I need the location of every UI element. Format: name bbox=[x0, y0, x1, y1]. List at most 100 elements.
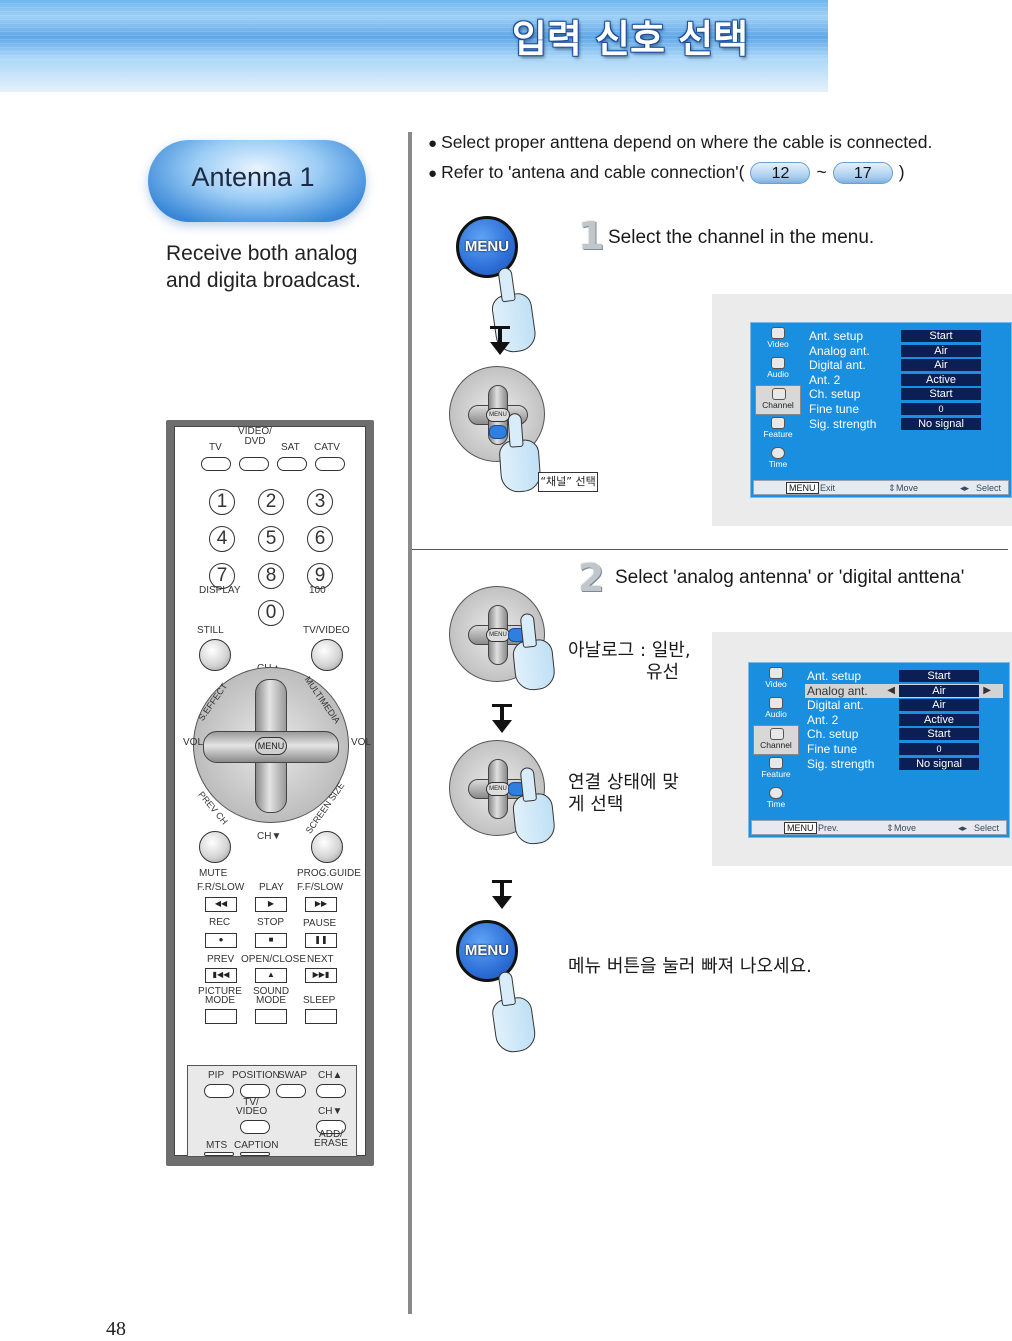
remote-sleep-button[interactable] bbox=[305, 1009, 337, 1024]
remote-control: TV VIDEO/ DVD SAT CATV 1 2 3 4 5 6 7 8 9… bbox=[166, 420, 374, 1166]
remote-position-button[interactable] bbox=[240, 1084, 270, 1098]
step-1-number: 1 bbox=[578, 214, 605, 258]
right-arrow-icon[interactable]: ▶ bbox=[983, 684, 991, 696]
osd-2-row[interactable]: Digital ant.Air bbox=[805, 698, 1003, 713]
bullet-2: ●Refer to 'antena and cable connection'(… bbox=[428, 162, 905, 185]
remote-sound-mode-button[interactable] bbox=[255, 1009, 287, 1024]
remote-face: TV VIDEO/ DVD SAT CATV 1 2 3 4 5 6 7 8 9… bbox=[174, 426, 371, 1157]
remote-pause-button[interactable]: ❚❚ bbox=[305, 933, 337, 948]
osd-2-tab-feature[interactable]: Feature bbox=[753, 755, 799, 785]
remote-stop-button[interactable]: ■ bbox=[255, 933, 287, 948]
remote-num-2[interactable]: 2 bbox=[258, 489, 284, 515]
remote-num-3[interactable]: 3 bbox=[307, 489, 333, 515]
remote-num-4[interactable]: 4 bbox=[209, 526, 235, 552]
remote-num-6[interactable]: 6 bbox=[307, 526, 333, 552]
osd-2-tab-video[interactable]: Video bbox=[753, 665, 799, 695]
osd-2-footer-move-icon: ⇕ bbox=[886, 823, 894, 833]
remote-mute-button[interactable] bbox=[199, 831, 231, 863]
exit-instruction: 메뉴 버튼을 눌러 빠져 나오세요. bbox=[568, 956, 812, 977]
osd-2-tab-channel[interactable]: Channel bbox=[753, 725, 799, 755]
remote-prev-button[interactable]: ▮◀◀ bbox=[205, 968, 237, 983]
step-2-text: Select 'analog antenna' or 'digital antt… bbox=[615, 567, 965, 588]
remote-label-sat: SAT bbox=[281, 442, 300, 453]
remote-label-vol-left: VOL bbox=[183, 737, 204, 748]
osd-2-tab-time[interactable]: Time bbox=[753, 785, 799, 815]
remote-num-9[interactable]: 9 bbox=[307, 563, 333, 589]
osd-2-footer-menu: MENU bbox=[784, 822, 817, 834]
remote-rec-button[interactable]: ● bbox=[205, 933, 237, 948]
osd-1-row[interactable]: Digital ant.Air bbox=[807, 358, 1005, 373]
osd-1-tab-time[interactable]: Time bbox=[755, 445, 801, 475]
remote-label-mute: MUTE bbox=[199, 868, 228, 879]
remote-num-7[interactable]: 7 bbox=[209, 563, 235, 589]
remote-menu-button[interactable]: MENU bbox=[255, 737, 287, 755]
remote-label-mts: MTS bbox=[206, 1140, 228, 1151]
left-arrow-icon[interactable]: ◀ bbox=[887, 684, 895, 696]
remote-pip-button[interactable] bbox=[204, 1084, 234, 1098]
remote-caption-button[interactable] bbox=[240, 1152, 270, 1156]
remote-fastforward-button[interactable]: ▶▶ bbox=[305, 897, 337, 912]
remote-picture-mode-button[interactable] bbox=[205, 1009, 237, 1024]
remote-dvd-button[interactable] bbox=[239, 457, 269, 471]
remote-rewind-button[interactable]: ◀◀ bbox=[205, 897, 237, 912]
remote-num-1[interactable]: 1 bbox=[209, 489, 235, 515]
remote-label-prev: PREV bbox=[207, 954, 235, 965]
remote-catv-button[interactable] bbox=[315, 457, 345, 471]
osd-2-row-highlighted[interactable]: Analog ant.◀Air▶ bbox=[805, 683, 1003, 699]
osd-2-footer-select: Select bbox=[974, 823, 1000, 833]
remote-label-100: 100 bbox=[309, 585, 326, 596]
remote-ch-down-lower-button[interactable] bbox=[316, 1120, 346, 1134]
remote-label-play: PLAY bbox=[259, 882, 284, 893]
remote-mts-button[interactable] bbox=[204, 1152, 234, 1156]
remote-swap-button[interactable] bbox=[276, 1084, 306, 1098]
remote-tv-video-button[interactable] bbox=[311, 639, 343, 671]
osd-1-tab-video[interactable]: Video bbox=[755, 325, 801, 355]
page-ref-12[interactable]: 12 bbox=[750, 162, 811, 185]
osd-2-tab-audio[interactable]: Audio bbox=[753, 695, 799, 725]
remote-label-pip: PIP bbox=[208, 1070, 225, 1081]
osd-1-row[interactable]: Analog ant.Air bbox=[807, 344, 1005, 359]
osd-1-screen: Video Audio Channel Feature Time Ant. se… bbox=[750, 322, 1012, 498]
osd-1-tab-feature[interactable]: Feature bbox=[755, 415, 801, 445]
remote-sat-button[interactable] bbox=[277, 457, 307, 471]
osd-1-footer: MENU Exit ⇕ Move ◂▸ Select bbox=[753, 480, 1009, 495]
page-ref-17[interactable]: 17 bbox=[832, 162, 893, 185]
remote-tv-video-lower-button[interactable] bbox=[240, 1120, 270, 1134]
remote-label-ch-down: CH▼ bbox=[257, 831, 282, 842]
remote-next-button[interactable]: ▶▶▮ bbox=[305, 968, 337, 983]
remote-label-fr-slow: F.R/SLOW bbox=[197, 882, 245, 893]
osd-2-footer: MENU Prev. ⇕ Move ◂▸ Select bbox=[751, 820, 1007, 835]
analog-note-line2: 유선 bbox=[646, 662, 680, 683]
remote-label-picture-mode: PICTURE MODE bbox=[198, 986, 242, 1006]
pointing-hand-icon bbox=[511, 612, 557, 692]
remote-num-8[interactable]: 8 bbox=[258, 563, 284, 589]
remote-label-ff-slow: F.F/SLOW bbox=[297, 882, 344, 893]
remote-tv-button[interactable] bbox=[201, 457, 231, 471]
remote-play-button[interactable]: ▶ bbox=[255, 897, 287, 912]
remote-still-button[interactable] bbox=[199, 639, 231, 671]
remote-ch-up-lower-button[interactable] bbox=[316, 1084, 346, 1098]
remote-label-tv-video-lower: TV/ VIDEO bbox=[236, 1097, 268, 1117]
remote-num-5[interactable]: 5 bbox=[258, 526, 284, 552]
remote-num-0[interactable]: 0 bbox=[258, 600, 284, 626]
remote-eject-button[interactable]: ▲ bbox=[255, 968, 287, 983]
remote-label-next: NEXT bbox=[307, 954, 334, 965]
remote-prog-guide-button[interactable] bbox=[311, 831, 343, 863]
bullet-1: ●Select proper anttena depend on where t… bbox=[428, 132, 932, 153]
osd-1-footer-action: Exit bbox=[820, 483, 836, 493]
step-1-text: Select the channel in the menu. bbox=[608, 227, 875, 248]
antenna-desc-line2: and digita broadcast. bbox=[166, 269, 361, 292]
osd-1-tab-channel[interactable]: Channel bbox=[755, 385, 801, 415]
osd-1-tab-audio[interactable]: Audio bbox=[755, 355, 801, 385]
